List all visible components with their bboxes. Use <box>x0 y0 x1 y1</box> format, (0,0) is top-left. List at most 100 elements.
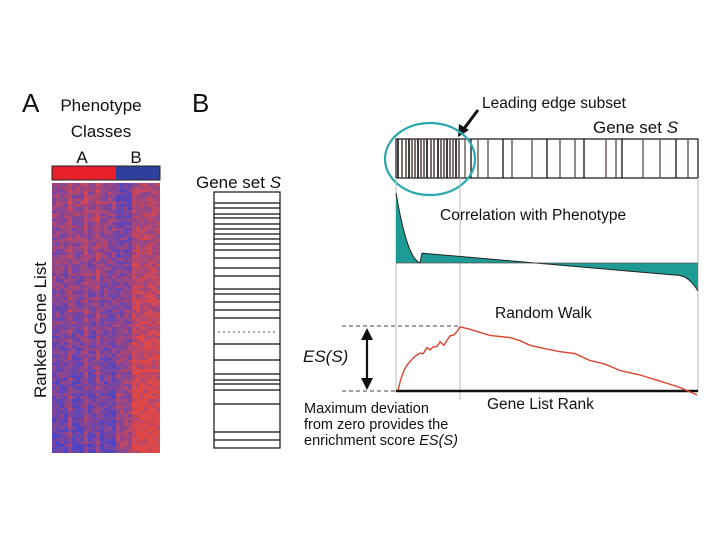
heatmap-cell <box>124 279 128 282</box>
heatmap-cell <box>108 330 112 333</box>
heatmap-cell <box>116 282 120 285</box>
heatmap-cell <box>76 333 80 336</box>
heatmap-cell <box>88 207 92 210</box>
heatmap-cell <box>128 339 132 342</box>
heatmap-cell <box>72 387 76 390</box>
heatmap-cell <box>108 213 112 216</box>
heatmap-cell <box>84 252 88 255</box>
heatmap-cell <box>140 228 144 231</box>
heatmap-cell <box>76 228 80 231</box>
heatmap-cell <box>64 270 68 273</box>
heatmap-cell <box>104 216 108 219</box>
heatmap-cell <box>120 186 124 189</box>
heatmap-cell <box>152 423 156 426</box>
heatmap-cell <box>64 435 68 438</box>
heatmap-cell <box>84 243 88 246</box>
heatmap-cell <box>148 435 152 438</box>
heatmap-cell <box>148 225 152 228</box>
heatmap-cell <box>156 378 160 381</box>
heatmap-cell <box>112 183 116 186</box>
heatmap-cell <box>104 324 108 327</box>
heatmap-cell <box>136 309 140 312</box>
heatmap-cell <box>132 432 136 435</box>
heatmap-cell <box>132 210 136 213</box>
heatmap-cell <box>116 339 120 342</box>
heatmap-cell <box>84 450 88 453</box>
heatmap-cell <box>64 192 68 195</box>
heatmap-cell <box>104 267 108 270</box>
heatmap-cell <box>64 396 68 399</box>
heatmap-cell <box>96 387 100 390</box>
heatmap-cell <box>76 222 80 225</box>
heatmap-cell <box>104 207 108 210</box>
heatmap-cell <box>124 447 128 450</box>
heatmap-cell <box>80 429 84 432</box>
heatmap-cell <box>100 321 104 324</box>
heatmap-cell <box>60 360 64 363</box>
heatmap-cell <box>152 327 156 330</box>
heatmap-cell <box>132 429 136 432</box>
heatmap-cell <box>68 345 72 348</box>
heatmap-cell <box>80 201 84 204</box>
heatmap-cell <box>136 204 140 207</box>
heatmap-cell <box>124 324 128 327</box>
heatmap-cell <box>64 354 68 357</box>
heatmap-cell <box>84 258 88 261</box>
heatmap-cell <box>68 324 72 327</box>
heatmap-cell <box>136 405 140 408</box>
heatmap-cell <box>148 354 152 357</box>
heatmap-cell <box>128 210 132 213</box>
heatmap-cell <box>140 405 144 408</box>
heatmap-cell <box>84 267 88 270</box>
heatmap-cell <box>120 324 124 327</box>
note-line-1: Maximum deviation <box>304 401 429 417</box>
heatmap-cell <box>144 270 148 273</box>
heatmap-cell <box>72 219 76 222</box>
heatmap-cell <box>156 390 160 393</box>
heatmap-cell <box>128 225 132 228</box>
heatmap-cell <box>108 261 112 264</box>
heatmap-cell <box>104 294 108 297</box>
heatmap-cell <box>140 234 144 237</box>
heatmap-cell <box>100 183 104 186</box>
heatmap-cell <box>92 396 96 399</box>
heatmap-cell <box>84 324 88 327</box>
heatmap-cell <box>112 393 116 396</box>
heatmap-cell <box>84 408 88 411</box>
heatmap-cell <box>132 339 136 342</box>
heatmap-cell <box>120 438 124 441</box>
heatmap-cell <box>108 399 112 402</box>
heatmap-cell <box>100 315 104 318</box>
heatmap-cell <box>152 363 156 366</box>
heatmap-cell <box>92 213 96 216</box>
heatmap-cell <box>60 366 64 369</box>
panel-b-letter: B <box>192 88 209 118</box>
heatmap-cell <box>128 354 132 357</box>
heatmap-cell <box>72 291 76 294</box>
heatmap-cell <box>56 240 60 243</box>
heatmap-cell <box>116 201 120 204</box>
heatmap-cell <box>80 219 84 222</box>
heatmap-cell <box>88 405 92 408</box>
heatmap-cell <box>60 327 64 330</box>
heatmap-cell <box>112 195 116 198</box>
heatmap-cell <box>148 441 152 444</box>
heatmap-cell <box>104 405 108 408</box>
heatmap-cell <box>128 255 132 258</box>
heatmap-cell <box>148 339 152 342</box>
heatmap-cell <box>60 222 64 225</box>
heatmap-cell <box>108 351 112 354</box>
heatmap-cell <box>116 312 120 315</box>
heatmap-cell <box>108 279 112 282</box>
heatmap-cell <box>88 210 92 213</box>
heatmap-cell <box>120 276 124 279</box>
heatmap-cell <box>152 243 156 246</box>
heatmap-cell <box>96 282 100 285</box>
heatmap-cell <box>84 369 88 372</box>
heatmap-cell <box>108 384 112 387</box>
heatmap-cell <box>116 402 120 405</box>
heatmap-cell <box>104 186 108 189</box>
heatmap-cell <box>56 444 60 447</box>
heatmap-cell <box>56 276 60 279</box>
heatmap-cell <box>144 381 148 384</box>
